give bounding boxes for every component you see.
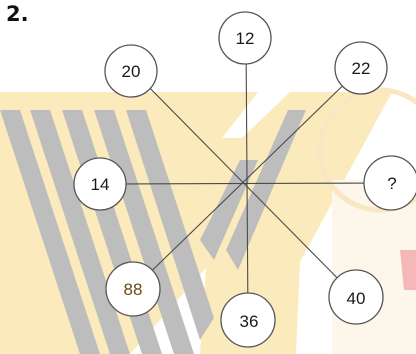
node-12: 12 (218, 11, 272, 65)
node-label: 20 (122, 62, 141, 81)
node-label: 88 (124, 280, 143, 299)
node-label: 12 (236, 29, 255, 48)
node-36: 36 (220, 292, 276, 348)
node-88: 88 (105, 261, 161, 317)
node-14: 14 (73, 157, 127, 211)
node-circle (104, 44, 158, 98)
node-circle (328, 269, 384, 325)
spoke-14-q (103, 182, 393, 185)
node-label: ? (387, 174, 396, 193)
question-number: 2. (6, 2, 29, 26)
node-circle (363, 155, 416, 211)
node-label: 36 (240, 312, 259, 331)
node-label: 40 (347, 289, 366, 308)
node-circle (220, 292, 276, 348)
node-circle (334, 41, 388, 95)
node-label: 22 (352, 59, 371, 78)
node-22: 22 (334, 41, 388, 95)
node-label: 14 (91, 175, 110, 194)
spoke-22-88 (132, 67, 362, 290)
node-circle (73, 157, 127, 211)
node-circle (105, 261, 161, 317)
node-20: 20 (104, 44, 158, 98)
node-40: 40 (328, 269, 384, 325)
node-question: ? (363, 155, 416, 211)
node-circle (218, 11, 272, 65)
spokes (103, 37, 393, 321)
